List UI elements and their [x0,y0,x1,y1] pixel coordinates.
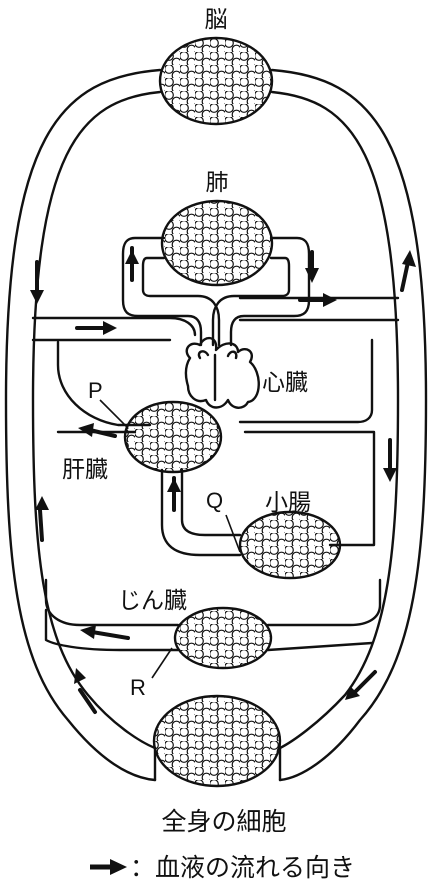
heart-label: 心臓 [262,370,308,396]
legend-arrow-icon [90,859,127,875]
kidney-organ [175,608,271,668]
point-q-label: Q [206,488,223,513]
lung-organ [162,201,272,285]
body-cells-caption: 全身の細胞 [161,807,286,836]
liver-label: 肝臓 [62,457,108,483]
brain-label: 脳 [205,7,228,33]
point-r-label: R [130,675,146,700]
point-p-label: P [88,378,103,403]
legend-text: ：血液の流れる向き [130,853,355,882]
body-cells-organ [154,696,280,786]
heart-shape [186,338,259,408]
liver-organ [125,402,221,472]
outer-vessel-outer-right [272,70,426,780]
lung-label: 肺 [206,170,229,196]
small-intestine-organ [240,512,340,578]
kidney-label: じん臓 [118,588,187,614]
small-intestine-label: 小腸 [265,490,311,516]
brain-organ [160,38,272,124]
